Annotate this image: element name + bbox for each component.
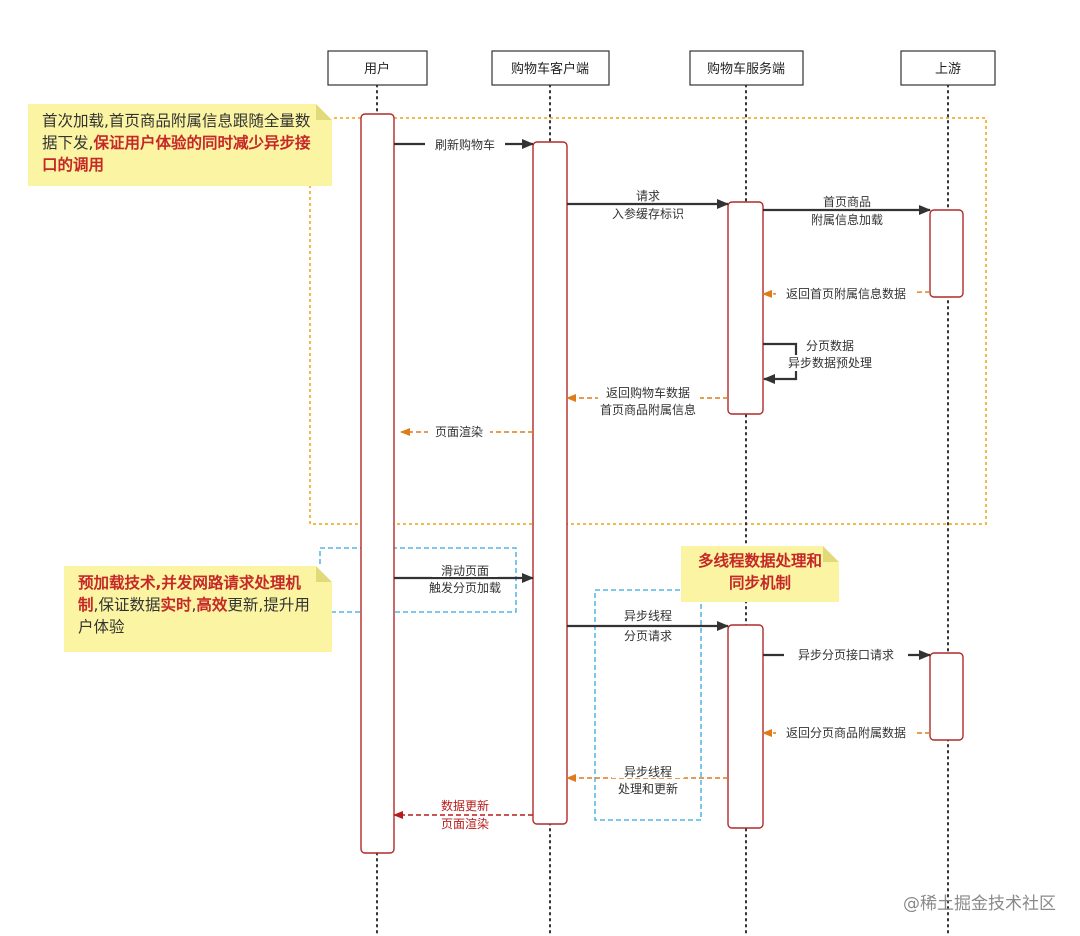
activation-upstream-2 <box>929 652 964 741</box>
msg-async-request-label-2: 分页请求 <box>624 629 672 643</box>
msg-refresh-cart-label: 刷新购物车 <box>435 137 495 152</box>
msg-scroll-label-1: 滑动页面 <box>441 564 489 578</box>
note-fold-corner <box>316 104 332 120</box>
note-preload-part1: 预加载技术,并发网路请求处理机制 <box>78 574 301 614</box>
msg-scroll-label-2: 触发分页加载 <box>429 580 501 595</box>
msg-async-update-label-1: 异步线程 <box>624 764 672 779</box>
note-preload-part6: 更新,提升用户体验 <box>78 596 310 636</box>
note-preload-part3: 实时 <box>160 596 192 614</box>
note-fold-corner <box>316 566 332 582</box>
participant-upstream-label: 上游 <box>935 62 961 77</box>
participant-user: 用户 <box>327 50 428 86</box>
activation-client <box>532 141 568 825</box>
msg-home-info-label-1: 首页商品 <box>823 194 871 209</box>
participant-user-label: 用户 <box>364 61 390 77</box>
msg-paging-label-1: 分页数据 <box>806 338 854 353</box>
msg-request-label-1: 请求 <box>636 189 660 203</box>
activation-server-1 <box>727 201 764 415</box>
activation-upstream-1 <box>929 209 964 298</box>
msg-async-request-label-1: 异步线程 <box>624 608 672 623</box>
first-load-frame <box>309 117 987 525</box>
msg-paging-label-2: 异步数据预处理 <box>788 355 872 370</box>
participant-client-label: 购物车客户端 <box>511 61 589 77</box>
participant-server: 购物车服务端 <box>689 50 804 86</box>
note-first-load-text: 首次加载,首页商品附属信息跟随全量数据下发, <box>42 112 311 152</box>
msg-data-update-label-2: 页面渲染 <box>441 816 489 831</box>
participant-client: 购物车客户端 <box>491 50 610 86</box>
note-multithread-text: 多线程数据处理和同步机制 <box>697 552 822 592</box>
msg-return-cart-label-1: 返回购物车数据 <box>606 385 690 400</box>
note-fold-corner <box>823 546 839 562</box>
note-preload-part2: ,保证数据 <box>93 596 161 614</box>
async-thread-frame <box>594 589 702 821</box>
participant-server-label: 购物车服务端 <box>707 61 785 77</box>
note-preload-part4: , <box>191 596 197 614</box>
note-first-load: 首次加载,首页商品附属信息跟随全量数据下发,保证用户体验的同时减少异步接口的调用 <box>28 104 332 186</box>
msg-page-render-label: 页面渲染 <box>435 424 483 439</box>
note-multithread: 多线程数据处理和同步机制 <box>681 546 839 602</box>
msg-return-paging-info-label: 返回分页商品附属数据 <box>786 725 906 740</box>
msg-async-update-label-2: 处理和更新 <box>618 781 678 796</box>
watermark: @稀土掘金技术社区 <box>903 894 1056 914</box>
msg-home-info-label-2: 附属信息加载 <box>811 212 883 227</box>
participant-upstream: 上游 <box>900 50 996 86</box>
activation-server-2 <box>727 624 764 829</box>
msg-return-home-info-label: 返回首页附属信息数据 <box>786 286 906 301</box>
msg-async-paging-api-label: 异步分页接口请求 <box>798 647 894 662</box>
note-preload-part5: 高效 <box>196 596 228 614</box>
note-preload: 预加载技术,并发网路请求处理机制,保证数据实时,高效更新,提升用户体验 <box>64 566 332 652</box>
msg-return-cart-label-2: 首页商品附属信息 <box>600 402 696 417</box>
msg-request-label-2: 入参缓存标识 <box>612 206 684 221</box>
msg-data-update-label-1: 数据更新 <box>441 798 489 813</box>
note-first-load-highlight: 保证用户体验的同时减少异步接口的调用 <box>42 134 311 174</box>
activation-user <box>360 113 395 854</box>
